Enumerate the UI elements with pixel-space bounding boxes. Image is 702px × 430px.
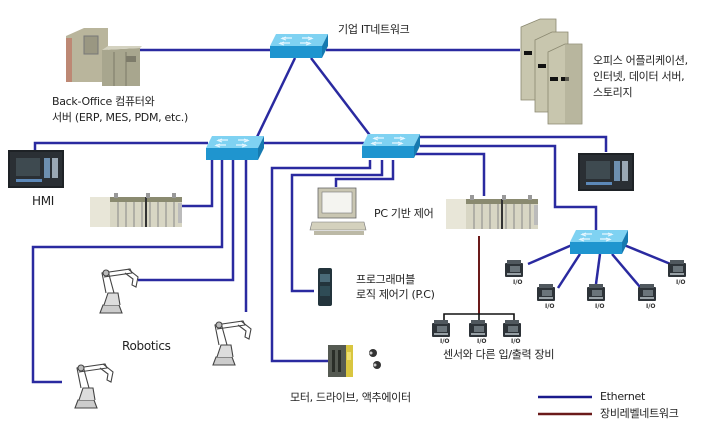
back-office-server-icon bbox=[66, 28, 142, 86]
label-robotics: Robotics bbox=[122, 339, 171, 353]
label-hmi: HMI bbox=[32, 194, 55, 208]
label-sensors: 센서와 다른 입/출력 장비 bbox=[443, 348, 555, 361]
control-switch-left bbox=[205, 135, 265, 161]
link-pc bbox=[334, 160, 395, 187]
label-plc-line2: 로직 제어기 (P.C) bbox=[356, 288, 435, 301]
motor-icon bbox=[369, 349, 381, 369]
link-io-1 bbox=[527, 243, 573, 266]
link-top-left bbox=[255, 57, 297, 138]
programmable-controller-icon bbox=[318, 268, 332, 306]
label-office-line2: 인터넷, 데이터 서버, bbox=[593, 70, 685, 83]
io-module-group-device: I/O I/O I/O bbox=[432, 320, 521, 345]
label-office-line3: 스토리지 bbox=[593, 86, 633, 99]
enterprise-switch bbox=[269, 33, 329, 59]
link-motors bbox=[270, 160, 372, 363]
plc-rack-right-icon bbox=[445, 194, 539, 230]
hmi-right-icon bbox=[578, 153, 634, 191]
legend-label-device-network: 장비레벨네트워크 bbox=[600, 407, 679, 420]
link-io-4 bbox=[611, 253, 641, 288]
io-label: I/O bbox=[440, 338, 450, 345]
robot-icon-2 bbox=[212, 320, 252, 366]
office-server-icon bbox=[520, 18, 583, 125]
link-hmi-right bbox=[420, 135, 608, 152]
io-label: I/O bbox=[477, 338, 487, 345]
io-label: I/O bbox=[676, 279, 686, 286]
device-network-links bbox=[443, 236, 515, 322]
link-io-2 bbox=[556, 253, 582, 289]
io-switch bbox=[569, 229, 629, 255]
control-switch-right bbox=[361, 133, 421, 159]
link-plc-left bbox=[180, 160, 214, 208]
io-label: I/O bbox=[545, 303, 555, 310]
robot-icon-1 bbox=[99, 268, 139, 314]
label-enterprise-network: 기업 IT네트워크 bbox=[338, 23, 410, 36]
link-robot-1 bbox=[31, 160, 224, 384]
link-io-switch bbox=[420, 144, 598, 232]
label-motors: 모터, 드라이브, 액추에이터 bbox=[290, 391, 411, 404]
io-label: I/O bbox=[595, 303, 605, 310]
label-plc-line1: 프로그래머블 bbox=[356, 273, 415, 286]
io-label: I/O bbox=[646, 303, 656, 310]
label-back-office-line1: Back-Office 컴퓨터와 bbox=[52, 95, 155, 108]
pc-icon bbox=[309, 187, 367, 235]
label-pc-control: PC 기반 제어 bbox=[374, 207, 434, 220]
label-office-line1: 오피스 어플리케이션, bbox=[593, 54, 688, 67]
robot-icon-3 bbox=[74, 363, 114, 409]
legend bbox=[538, 395, 592, 416]
link-hmi bbox=[33, 141, 208, 152]
io-module-group-ethernet: I/O I/O I/O I/O I/O bbox=[505, 260, 686, 310]
hmi-left-icon bbox=[8, 150, 64, 188]
label-back-office-line2: 서버 (ERP, MES, PDM, etc.) bbox=[52, 111, 188, 124]
io-label: I/O bbox=[511, 338, 521, 345]
plc-rack-left-icon bbox=[89, 192, 183, 228]
io-label: I/O bbox=[513, 279, 523, 286]
legend-label-ethernet: Ethernet bbox=[600, 390, 645, 403]
link-io-5 bbox=[623, 243, 674, 267]
ethernet-links bbox=[31, 48, 674, 384]
link-plc-right bbox=[412, 152, 486, 196]
link-top-right bbox=[310, 57, 373, 139]
motor-drive-icon bbox=[328, 345, 353, 377]
link-robot-2 bbox=[138, 160, 235, 282]
link-plc-small bbox=[290, 160, 384, 293]
link-io-3 bbox=[594, 253, 602, 285]
